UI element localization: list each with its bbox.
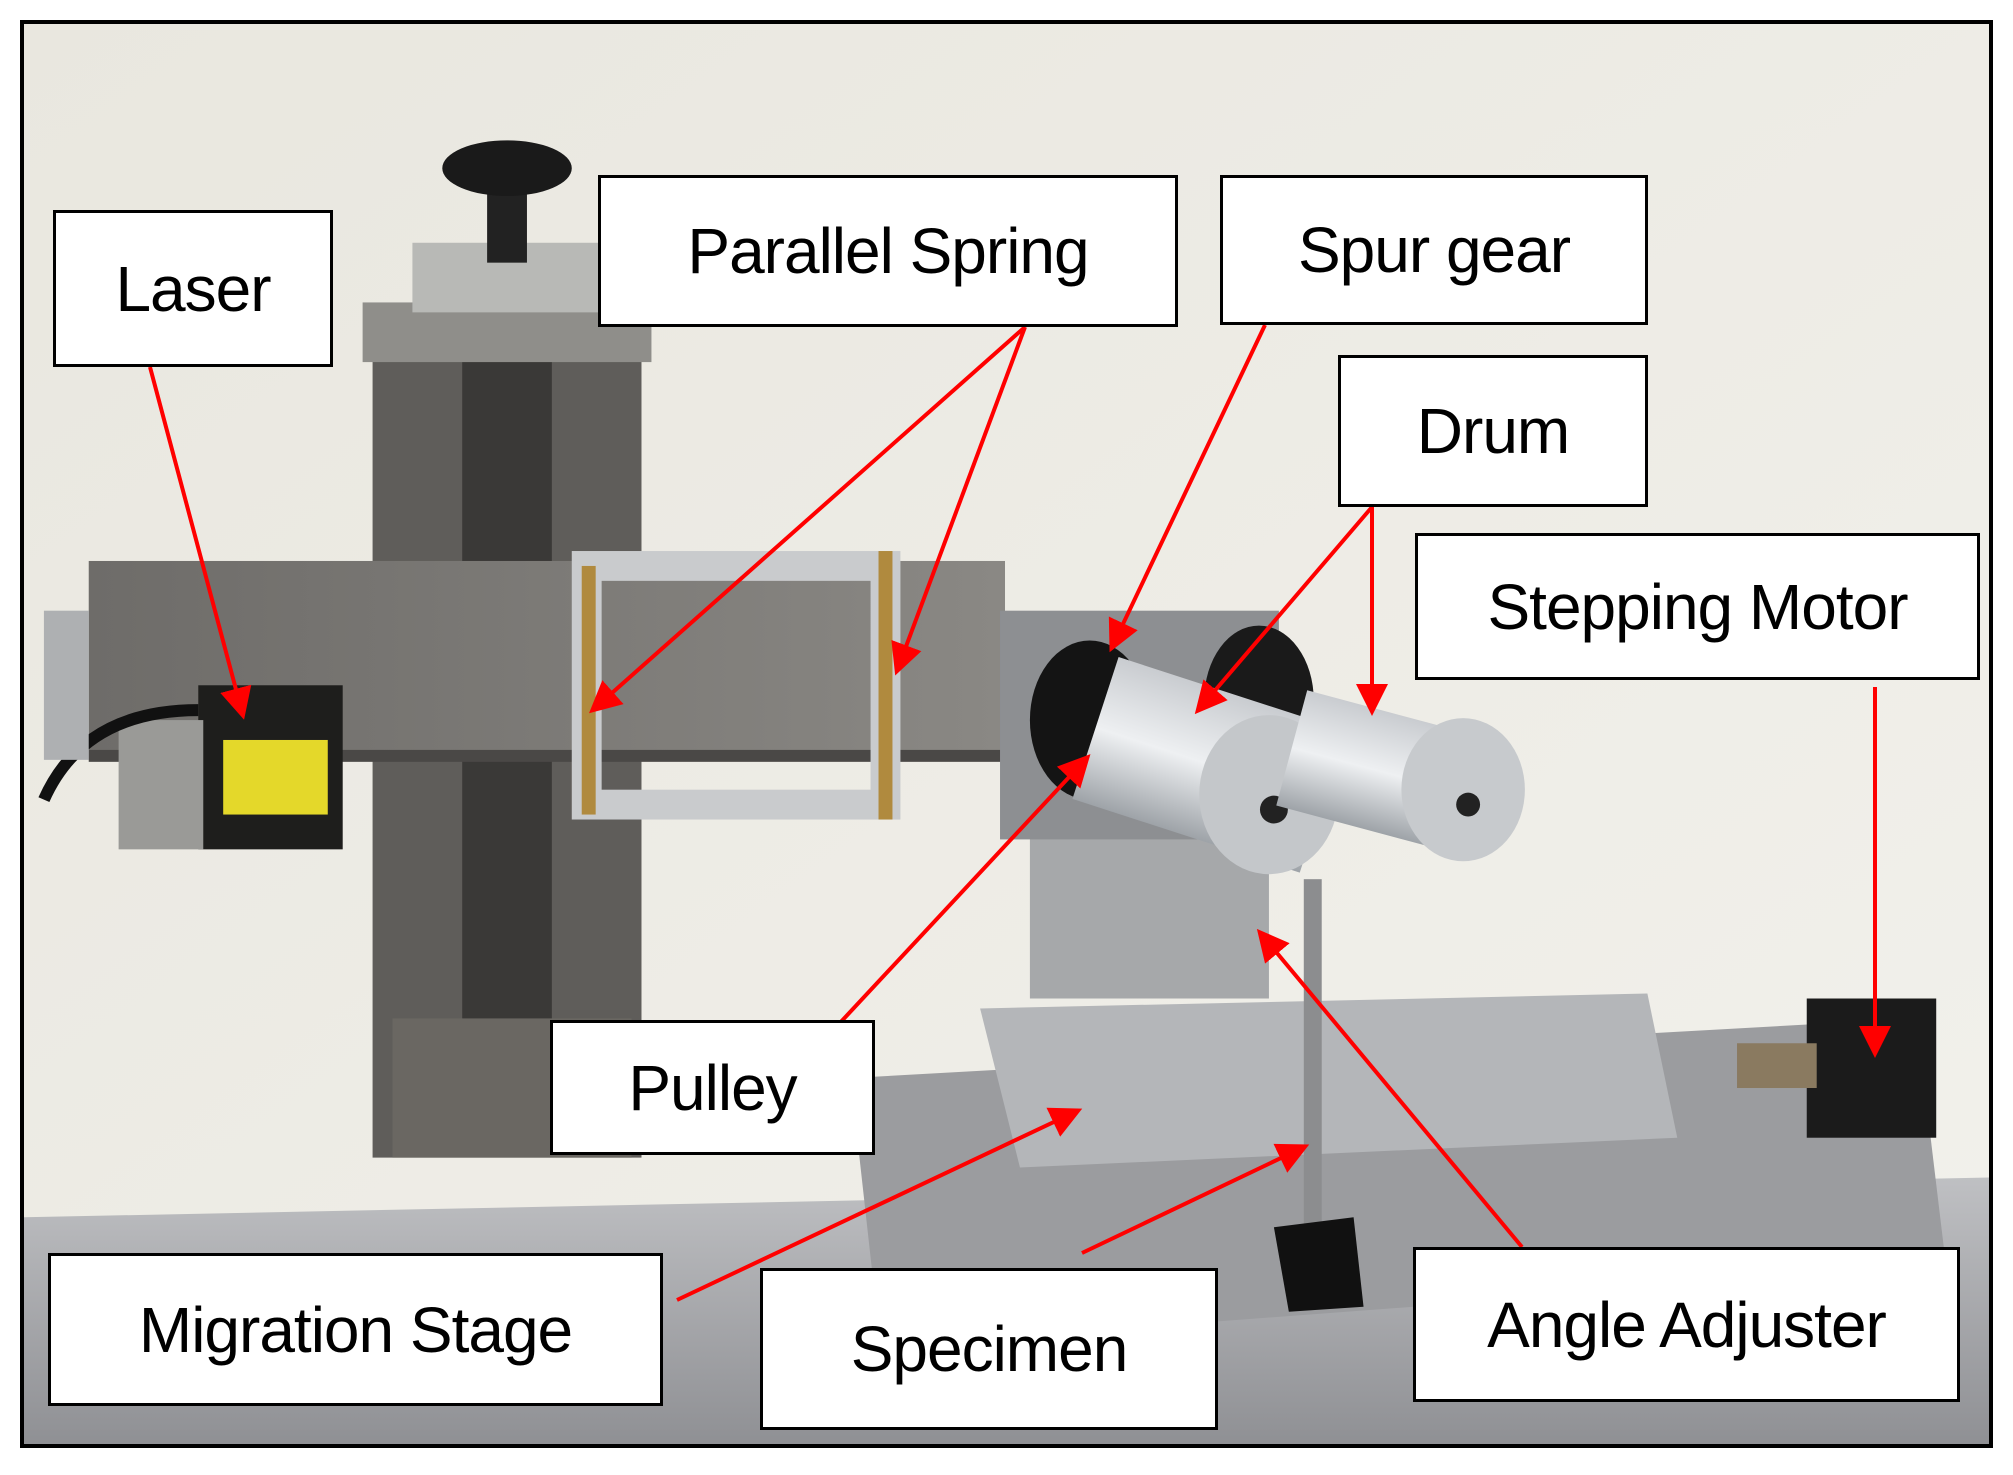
drum-2-end [1401,718,1525,862]
arm-plate-edge [88,749,1006,762]
specimen-strip [1303,879,1322,1228]
motor-coupling [1737,1043,1817,1089]
laser-mount [118,720,204,850]
label-parallel-spring: Parallel Spring [598,175,1178,327]
label-laser: Laser [53,210,333,367]
knob [442,140,572,197]
spring-left [581,565,596,815]
label-drum: Drum [1338,355,1648,507]
label-pulley: Pulley [550,1020,875,1155]
micrometer [43,610,89,760]
drum-2-hole [1456,792,1481,817]
migration-stage [980,993,1678,1168]
laser-label [223,739,328,815]
label-stepping-motor: Stepping Motor [1415,533,1980,680]
spring-right [878,551,893,820]
label-specimen: Specimen [760,1268,1218,1430]
stepping-motor-body [1806,998,1937,1138]
binder-clip [1273,1217,1364,1312]
label-angle-adjuster: Angle Adjuster [1413,1247,1960,1402]
label-migration-stage: Migration Stage [48,1253,663,1406]
label-spur-gear: Spur gear [1220,175,1648,325]
